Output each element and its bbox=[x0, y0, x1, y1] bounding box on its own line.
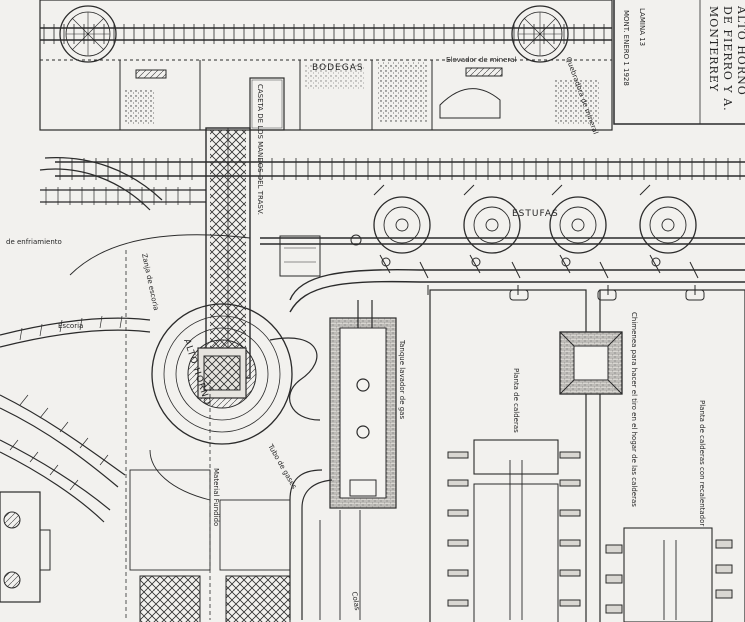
label-estufas: ESTUFAS bbox=[512, 209, 559, 219]
rail-track-top bbox=[40, 24, 612, 44]
pig-casting-beds bbox=[129, 469, 291, 622]
label-chimenea: Chimenea para hacer el tiro en el hogar … bbox=[630, 312, 638, 507]
title-line-1: ALTO HORNO bbox=[735, 5, 745, 96]
chimney bbox=[559, 331, 623, 395]
stove-3 bbox=[549, 196, 607, 254]
drawing-date: MONT. ENERO 1 1928 bbox=[622, 10, 630, 86]
label-caseta: CASETA DE LOS MANDOS DEL TRASV. bbox=[256, 84, 264, 215]
blast-furnace bbox=[151, 303, 321, 445]
label-tanque-lavador: Tanque lavador de gas bbox=[398, 339, 406, 419]
storage-area bbox=[39, 0, 613, 131]
label-colas: Colas bbox=[350, 591, 361, 611]
hot-blast-main bbox=[260, 184, 745, 279]
caseta-control-house bbox=[249, 77, 285, 131]
title-line-3: MONTERREY bbox=[707, 6, 720, 92]
stove-2 bbox=[463, 196, 521, 254]
label-de-enfriamiento: de enfriamiento bbox=[6, 238, 62, 246]
gas-washer-tank bbox=[289, 300, 397, 620]
label-zanja-de-escoria: Zanja de escoria bbox=[140, 253, 160, 312]
stove-4 bbox=[639, 196, 697, 254]
turntable-left bbox=[59, 5, 117, 63]
label-material-fundido: Material Fundido bbox=[212, 468, 220, 526]
blowing-engine bbox=[0, 491, 51, 603]
label-escoria: Escoria bbox=[58, 322, 83, 330]
title-line-2: DE FIERRO Y A. bbox=[721, 6, 734, 112]
boiler-plant-1 bbox=[429, 289, 587, 622]
rail-track-middle bbox=[40, 158, 745, 205]
rail-track-curves-left bbox=[0, 157, 163, 523]
label-planta-de-calderas: Planta de calderas bbox=[512, 368, 520, 433]
sheet-number: LAMINA 13 bbox=[638, 8, 646, 46]
label-elevador-de-mineral: Elevador de mineral bbox=[446, 56, 517, 64]
pump-house bbox=[279, 235, 321, 277]
label-planta-con-recalentador: Planta de calderas con recalentador bbox=[698, 400, 706, 526]
boiler-plant-2 bbox=[599, 289, 745, 622]
stove-1 bbox=[373, 196, 431, 254]
skip-bridge bbox=[205, 127, 251, 379]
turntable-right bbox=[511, 5, 569, 63]
label-bodegas: BODEGAS bbox=[312, 63, 364, 73]
title-block bbox=[613, 0, 745, 125]
label-tubo-de-gases: Tubo de gases bbox=[266, 442, 299, 490]
